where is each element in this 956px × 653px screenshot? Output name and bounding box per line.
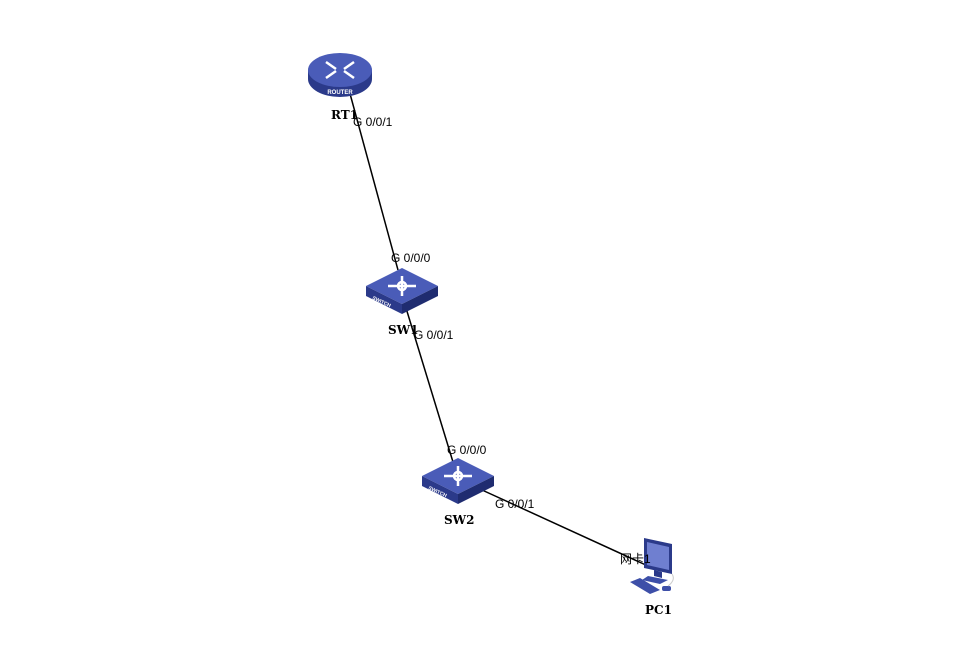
link-sw1-sw2[interactable] [405,307,454,463]
device-name-sw1: SW1 [388,323,419,337]
port-label-sw1-g000: G 0/0/0 [391,251,431,265]
port-label-sw2-g001: G 0/0/1 [495,497,535,511]
device-name-rt1: RT1 [331,108,359,122]
link-rt1-sw1[interactable] [348,89,399,271]
port-label-pc1-nic: 网卡1 [620,552,651,566]
device-name-sw2: SW2 [444,513,475,527]
router-icon[interactable]: ROUTER [306,50,374,100]
link-sw2-pc1[interactable] [481,489,649,567]
switch-icon[interactable]: SWITCH [420,454,498,506]
port-label-sw2-g000: G 0/0/0 [447,443,487,457]
switch-icon[interactable]: SWITCH [364,264,442,316]
port-label-sw1-g001: G 0/0/1 [414,328,454,342]
pc-icon[interactable] [628,534,680,598]
port-label-rt1-g001: G 0/0/1 [353,115,393,129]
device-name-pc1: PC1 [645,603,672,617]
router-icon-text: ROUTER [327,90,353,96]
